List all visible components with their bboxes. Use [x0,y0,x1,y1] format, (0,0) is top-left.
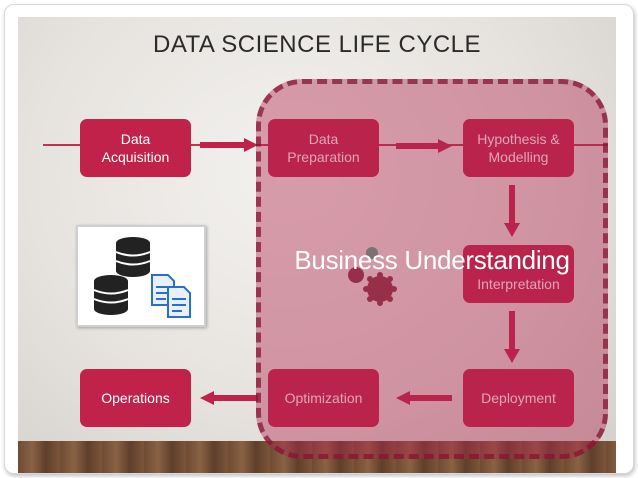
step-data-preparation: Data Preparation [268,119,379,177]
document-icon [151,274,191,318]
step-deployment: Deployment [463,369,574,427]
business-understanding-overlay [256,79,608,459]
arrow-down-icon [504,311,520,363]
slide: DATA SCIENCE LIFE CYCLE Data Acqui [18,17,616,473]
arrow-right-icon [200,138,258,152]
step-data-acquisition: Data Acquisition [80,119,191,177]
slide-frame: DATA SCIENCE LIFE CYCLE Data Acqui [4,4,634,474]
database-icon [93,237,151,315]
database-card [76,225,206,327]
gears-icon [348,247,397,306]
page-title: DATA SCIENCE LIFE CYCLE [152,31,482,58]
step-hypothesis-modelling: Hypothesis & Modelling [463,119,574,177]
overlay-label: Business Understanding [294,245,570,275]
arrow-right-icon [396,139,452,153]
step-operations: Operations [80,369,191,427]
arrow-down-icon [504,185,520,237]
arrow-left-icon [200,391,258,405]
arrow-left-icon [396,391,452,405]
step-interpretation: Interpretation [463,245,574,303]
